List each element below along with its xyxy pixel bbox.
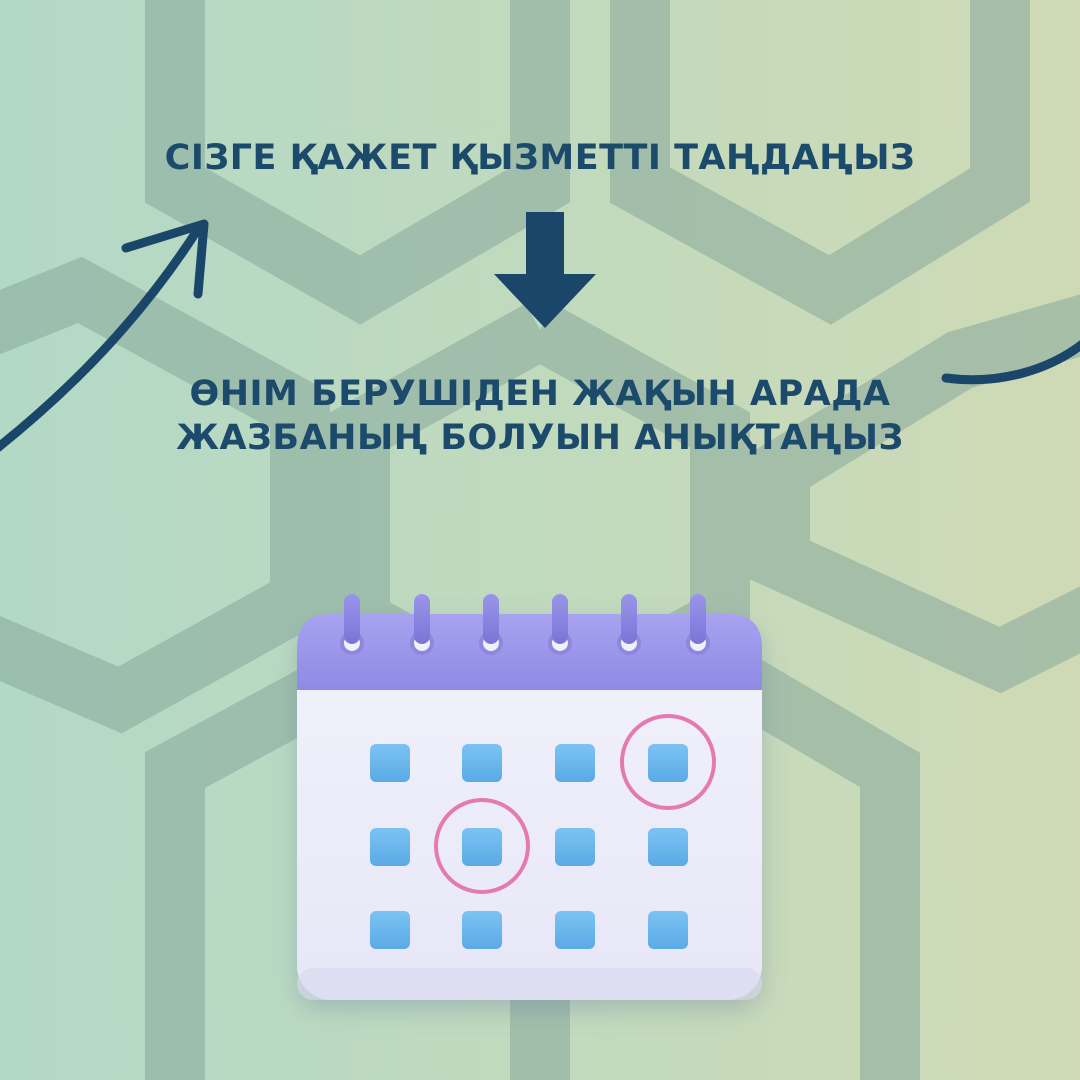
down-arrow-icon [494, 212, 596, 328]
calendar-day [462, 911, 502, 949]
calendar-day [462, 744, 502, 782]
highlight-ring [620, 714, 716, 810]
step-one-text: СІЗГЕ ҚАЖЕТ ҚЫЗМЕТТІ ТАҢДАҢЫЗ [164, 138, 916, 178]
calendar-day-grid [370, 744, 688, 949]
calendar-day [370, 911, 410, 949]
curve-stroke-right [941, 340, 1080, 385]
step-two-text: ӨНІМ БЕРУШІДЕН ЖАҚЫН АРАДА ЖАЗБАНЫҢ БОЛУ… [0, 372, 1080, 460]
calendar-day [648, 911, 688, 949]
highlight-ring [434, 798, 530, 894]
calendar-day [555, 911, 595, 949]
calendar-day [555, 744, 595, 782]
calendar-day [370, 828, 410, 866]
calendar-day [370, 744, 410, 782]
calendar-day [648, 828, 688, 866]
calendar-day [555, 828, 595, 866]
calendar-day [648, 744, 688, 782]
step-two-line-2: ЖАЗБАНЫҢ БОЛУЫН АНЫҚТАҢЫЗ [176, 418, 904, 458]
curved-arrow-icon [0, 219, 209, 452]
step-two-line-1: ӨНІМ БЕРУШІДЕН ЖАҚЫН АРАДА [189, 374, 891, 414]
calendar-binder-rings [340, 594, 710, 655]
calendar-icon [297, 614, 762, 1000]
calendar-day [462, 828, 502, 866]
